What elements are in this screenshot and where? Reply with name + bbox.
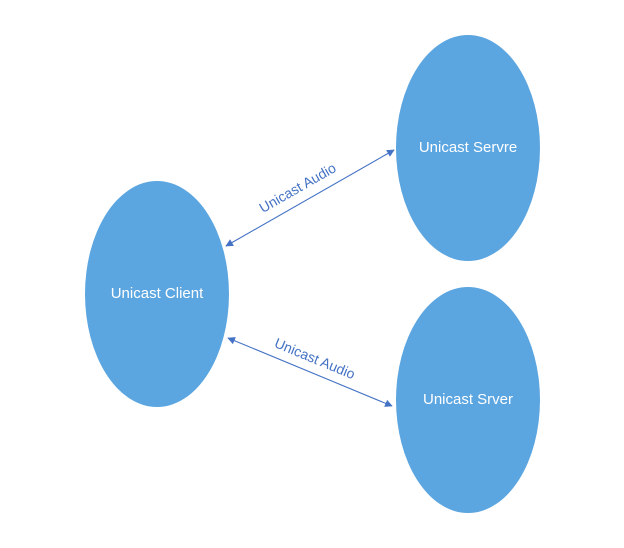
edge-top: Unicast Audio	[225, 149, 395, 247]
server-bottom-label: Unicast Srver	[423, 391, 513, 408]
client-label: Unicast Client	[111, 285, 204, 302]
edge-bottom-arrow	[227, 337, 393, 407]
server-top-node[interactable]: Unicast Servre	[396, 35, 540, 261]
client-ellipse	[85, 181, 229, 407]
edge-bottom-label: Unicast Audio	[272, 335, 357, 383]
edge-top-label: Unicast Audio	[256, 159, 338, 215]
server-top-ellipse	[396, 35, 540, 261]
edge-top-arrow	[225, 149, 395, 247]
server-top-label: Unicast Servre	[419, 139, 517, 156]
server-bottom-ellipse	[396, 287, 540, 513]
client-node[interactable]: Unicast Client	[85, 181, 229, 407]
server-bottom-node[interactable]: Unicast Srver	[396, 287, 540, 513]
edge-bottom: Unicast Audio	[227, 335, 393, 407]
